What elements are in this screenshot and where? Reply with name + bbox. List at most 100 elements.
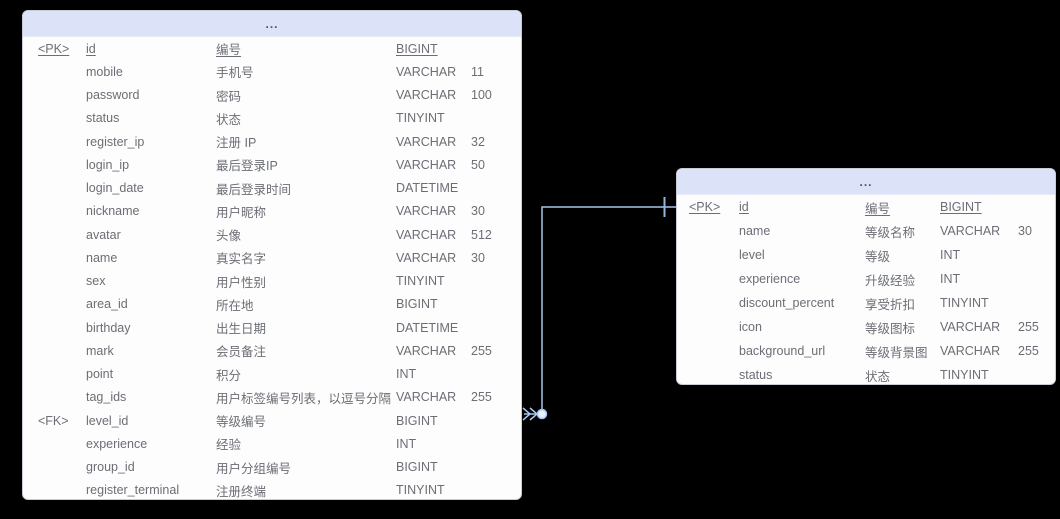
cell-key: <PK> xyxy=(689,200,721,214)
cell-size: 255 xyxy=(471,390,492,405)
cell-name: experience xyxy=(739,272,801,286)
cell-comment: 等级 xyxy=(865,249,891,264)
cell-type: INT xyxy=(940,272,961,286)
cell-size: 30 xyxy=(471,204,485,219)
cell-type: VARCHAR xyxy=(396,227,457,242)
cell-type: VARCHAR xyxy=(940,224,1001,238)
table-row[interactable]: status 状态 TINYINT xyxy=(677,363,1055,384)
cell-size: 32 xyxy=(471,134,485,149)
cell-type: TINYINT xyxy=(396,483,445,498)
cell-comment: 用户昵称 xyxy=(216,205,267,220)
cell-name: level xyxy=(739,248,765,262)
cell-name: level_id xyxy=(86,413,129,428)
cell-comment: 等级名称 xyxy=(865,225,916,240)
cell-name: name xyxy=(86,250,118,265)
table-row[interactable]: experience 升级经验 INT xyxy=(677,267,1055,291)
cell-name: background_url xyxy=(739,344,826,358)
cell-size: 30 xyxy=(1018,224,1032,238)
cell-type: BIGINT xyxy=(396,41,438,56)
cell-comment: 注册 IP xyxy=(216,136,257,151)
cell-size: 512 xyxy=(471,227,492,242)
cell-name: avatar xyxy=(86,227,121,242)
cell-name: name xyxy=(739,224,771,238)
cell-type: INT xyxy=(396,436,417,451)
cell-comment: 注册终端 xyxy=(216,484,267,499)
cell-comment: 积分 xyxy=(216,368,242,383)
table-row[interactable]: area_id 所在地 BIGINT xyxy=(23,293,521,316)
relation-line[interactable] xyxy=(524,206,676,415)
table-header[interactable]: ... xyxy=(23,11,521,37)
cell-type: VARCHAR xyxy=(396,250,457,265)
cell-type: INT xyxy=(396,367,417,382)
cell-size: 11 xyxy=(471,64,484,79)
cell-comment: 真实名字 xyxy=(216,252,267,267)
cell-name: id xyxy=(86,41,96,56)
cell-type: TINYINT xyxy=(940,368,989,382)
cell-name: icon xyxy=(739,320,762,334)
cell-type: TINYINT xyxy=(396,274,445,289)
table-header[interactable]: ... xyxy=(677,169,1055,195)
cell-type: VARCHAR xyxy=(396,88,457,103)
cell-type: BIGINT xyxy=(940,200,982,214)
table-row[interactable]: avatar 头像 VARCHAR 512 xyxy=(23,223,521,246)
cell-name: experience xyxy=(86,436,148,451)
cell-name: status xyxy=(739,368,773,382)
cell-size: 100 xyxy=(471,88,492,103)
cell-comment: 所在地 xyxy=(216,298,254,313)
cell-name: mark xyxy=(86,343,114,358)
cell-type: DATETIME xyxy=(396,320,459,335)
cell-type: DATETIME xyxy=(396,181,459,196)
cell-comment: 享受折扣 xyxy=(865,297,916,312)
cell-comment: 密码 xyxy=(216,89,242,104)
cell-size: 50 xyxy=(471,157,485,172)
cell-type: VARCHAR xyxy=(396,390,457,405)
cell-name: group_id xyxy=(86,460,135,475)
cell-type: VARCHAR xyxy=(396,134,457,149)
cell-name: register_terminal xyxy=(86,483,180,498)
cell-type: BIGINT xyxy=(396,413,438,428)
cell-comment: 状态 xyxy=(865,369,891,384)
cell-comment: 用户性别 xyxy=(216,275,267,290)
cell-comment: 状态 xyxy=(216,112,242,127)
cell-type: VARCHAR xyxy=(396,157,457,172)
cell-name: login_ip xyxy=(86,157,130,172)
cell-type: BIGINT xyxy=(396,297,438,312)
table-title: ... xyxy=(859,174,873,189)
cell-comment: 升级经验 xyxy=(865,273,916,288)
cell-type: TINYINT xyxy=(396,111,445,126)
table-row[interactable]: name 等级名称 VARCHAR 30 xyxy=(677,219,1055,243)
cell-comment: 头像 xyxy=(216,229,242,244)
cell-name: nickname xyxy=(86,204,140,219)
table-row[interactable]: register_terminal 注册终端 TINYINT xyxy=(23,479,521,499)
cell-name: area_id xyxy=(86,297,128,312)
cell-key: <FK> xyxy=(38,413,69,428)
cell-comment: 等级背景图 xyxy=(865,345,928,360)
